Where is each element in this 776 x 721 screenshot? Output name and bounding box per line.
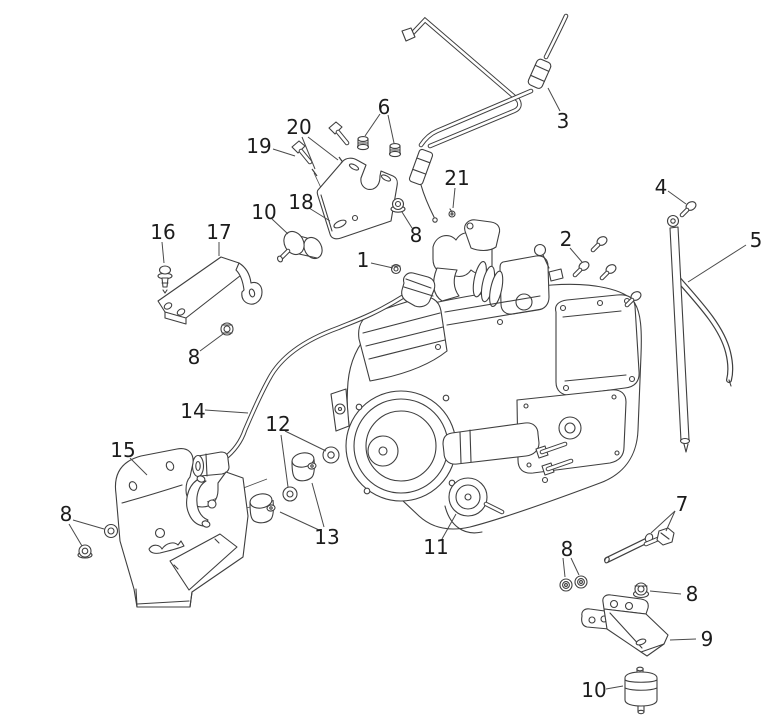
callout-2-leader: [569, 247, 583, 263]
callout-label-7: 7: [676, 492, 689, 516]
callout-label-3: 3: [557, 109, 570, 133]
callout-12-leader: [280, 434, 289, 488]
throttle-cable: [408, 148, 438, 223]
part-10-lower-mount: [624, 666, 658, 715]
callout-label-14: 14: [180, 399, 205, 423]
callout-8d-leader: [570, 557, 580, 576]
engine-assembly: [330, 219, 642, 534]
callout-4-leader: [667, 190, 687, 205]
part-8-nut-below-17: [220, 322, 234, 336]
callout-15-leader: [129, 457, 148, 476]
callout-label-2: 2: [560, 227, 573, 251]
callout-label-17: 17: [206, 220, 231, 244]
callout-label-12: 12: [265, 412, 290, 436]
callout-label-11: 11: [423, 535, 448, 559]
part-15-bracket: [114, 448, 268, 608]
callout-label-18: 18: [288, 190, 313, 214]
part-21-cable-clip: [448, 208, 456, 218]
bracket-clamp-tab: [148, 540, 185, 554]
callout-label-8c: 8: [60, 502, 73, 526]
callout-label-13: 13: [314, 525, 339, 549]
callout-8c-leader: [72, 519, 105, 530]
part-7-bolt-spacer: [604, 527, 675, 564]
callout-label-8e: 8: [686, 582, 699, 606]
callout-12-leader: [284, 430, 327, 452]
callout-6-leader: [364, 113, 381, 137]
part-5-dipstick-tube: [666, 214, 734, 453]
callout-3-leader: [547, 87, 561, 112]
callout-label-4: 4: [655, 175, 668, 199]
part-12-washers: [282, 446, 340, 502]
spark-plug-cap: [401, 272, 436, 308]
callout-1-leader: [370, 262, 394, 269]
part-17-bracket: [157, 256, 263, 325]
part-8-washer-nut-left: [77, 523, 119, 559]
callout-8a-leader: [199, 333, 224, 352]
part-18-bracket: [316, 157, 398, 240]
callout-10b-leader: [605, 685, 624, 690]
inline-fuel-fitting: [527, 58, 552, 89]
part-9-bracket: [581, 594, 669, 657]
callout-8e-leader: [649, 590, 682, 595]
callout-label-6: 6: [378, 95, 391, 119]
part-4-screw: [679, 201, 697, 218]
callout-label-8b: 8: [410, 223, 423, 247]
callout-5-leader: [687, 244, 747, 283]
callout-label-16: 16: [150, 220, 175, 244]
callout-label-15: 15: [110, 438, 135, 462]
part-1-nut: [390, 263, 402, 275]
callout-8c-leader: [68, 523, 83, 547]
part-3-fuel-line: [401, 13, 569, 149]
callout-8d-leader: [562, 557, 566, 578]
callout-7-leader: [665, 510, 676, 532]
callout-label-5: 5: [750, 228, 763, 252]
callout-label-21: 21: [444, 166, 469, 190]
callout-13-leader: [311, 482, 325, 528]
callout-19-leader: [272, 148, 296, 157]
callout-label-9: 9: [701, 627, 714, 651]
part-8-nut-right: [632, 582, 650, 599]
callout-8b-leader: [401, 211, 413, 229]
callout-label-20: 20: [286, 115, 311, 139]
callout-label-19: 19: [246, 134, 271, 158]
callout-11-leader: [441, 513, 457, 540]
callout-13-leader: [279, 511, 320, 531]
callout-18-leader: [308, 207, 331, 222]
callout-label-8d: 8: [561, 537, 574, 561]
part-10-upper-mount: [276, 230, 323, 263]
callout-10a-leader: [271, 218, 289, 235]
part-14-plug-wire: [191, 272, 436, 478]
part-8-nut-upper: [390, 197, 406, 213]
callout-21-leader: [452, 187, 456, 209]
callout-16-leader: [161, 241, 165, 264]
callout-label-8a: 8: [188, 345, 201, 369]
fuel-line-end-fitting: [401, 27, 416, 42]
callout-14-leader: [204, 409, 249, 414]
part-8-nut-pair: [559, 575, 588, 592]
part-2-screws: [572, 236, 642, 308]
callout-6-leader: [387, 114, 395, 144]
callout-20-leader: [301, 136, 316, 170]
engine-mount-strap: [186, 475, 211, 528]
callout-label-10a: 10: [251, 200, 276, 224]
callout-9-leader: [669, 638, 697, 641]
callout-label-10b: 10: [581, 678, 606, 702]
callout-20-leader: [307, 136, 339, 161]
callout-label-1: 1: [357, 248, 370, 272]
part-16-screw: [157, 265, 173, 294]
part-6-cap-nuts: [356, 136, 402, 158]
callout-7-leader: [650, 510, 676, 534]
part-13-mounts: [249, 452, 317, 524]
